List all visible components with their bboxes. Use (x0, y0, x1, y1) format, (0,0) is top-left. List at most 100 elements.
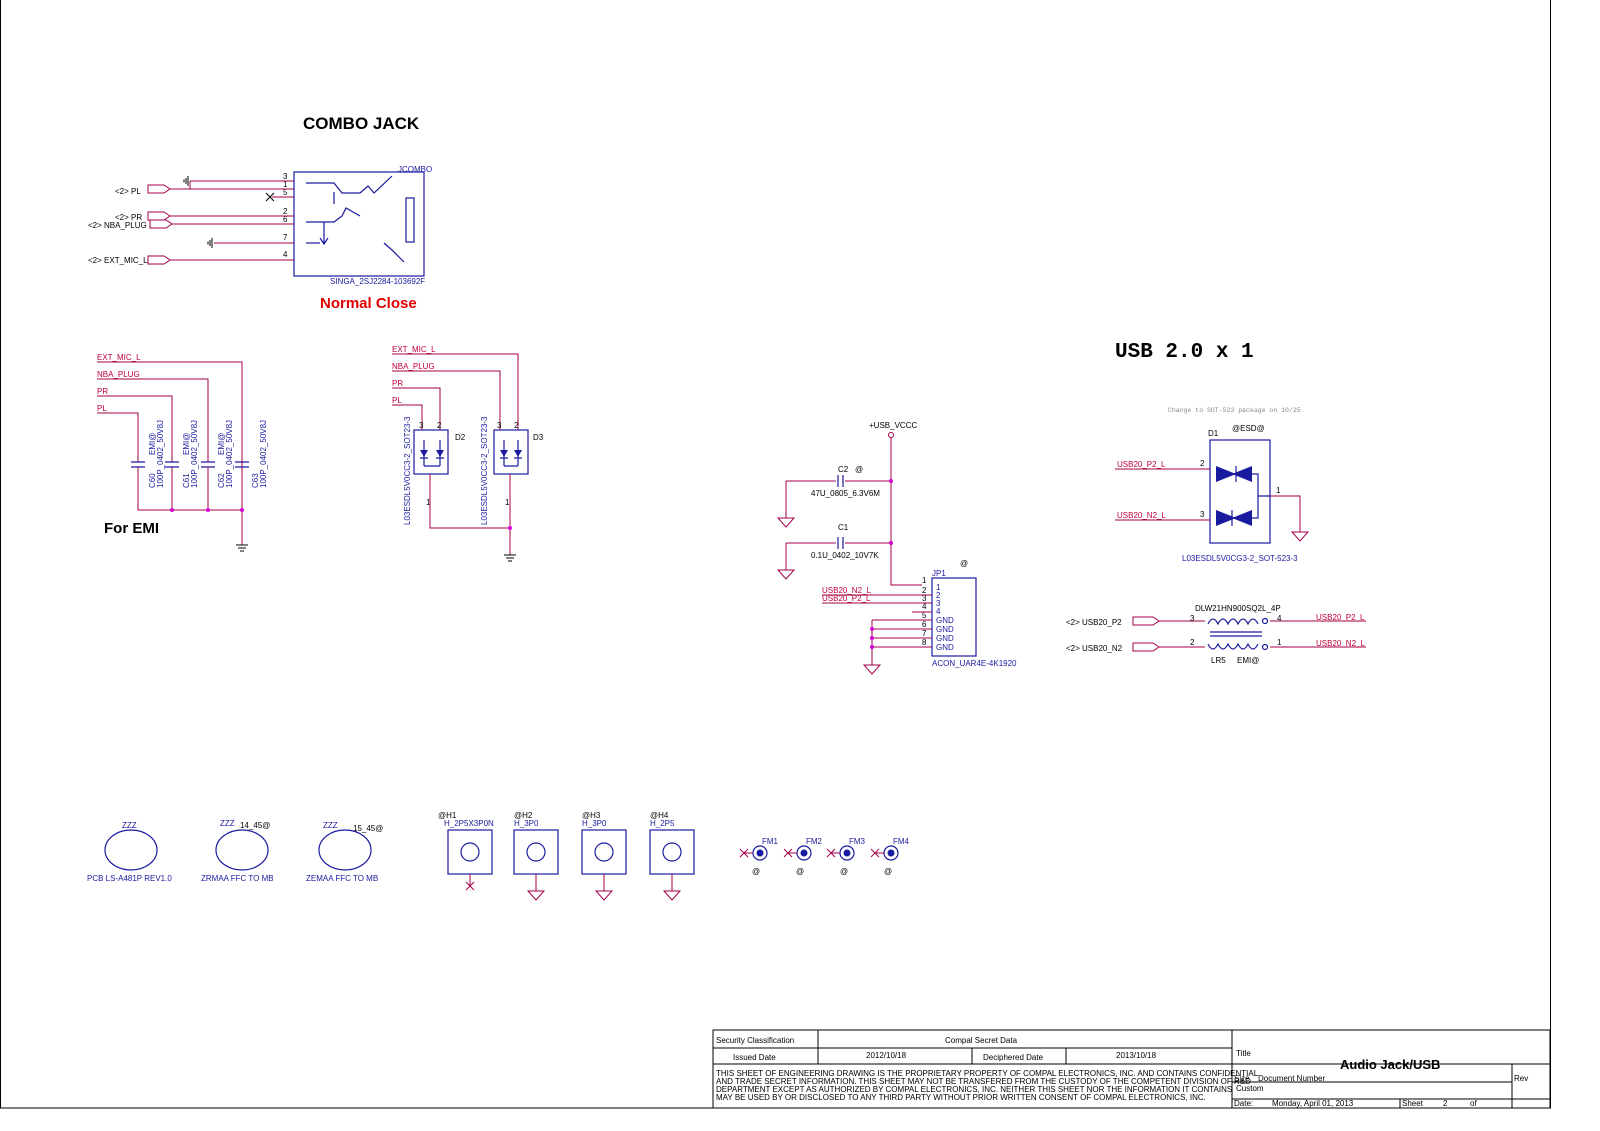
pcb-1-option: ZZZ (122, 821, 137, 830)
hole-h4-gnd (662, 874, 682, 901)
hole-h3-circle (594, 842, 614, 862)
jack-plug-body (405, 197, 415, 243)
lr5-pin-4: 4 (1277, 614, 1282, 623)
usb-esd-section: Change to SOT-523 package on 10/25 @ESD@… (1115, 407, 1310, 563)
usb-title: USB 2.0 x 1 (1115, 341, 1254, 364)
cap-c60-value: 100P_0402_50V8J (156, 420, 165, 488)
port-flag-ext-mic (147, 255, 171, 265)
wire-emi-nba (97, 378, 209, 462)
fm2-nc (783, 848, 797, 858)
legal-line-3: DEPARTMENT EXCEPT AS AUTHORIZED BY COMPA… (716, 1085, 1232, 1094)
jp1-part: ACON_UAR4E-4K1920 (932, 659, 1017, 668)
cap-c62-ref: C62 (217, 473, 226, 488)
cap-c60-option: EMI@ (148, 433, 157, 455)
date-value: Monday, April 01, 2013 (1272, 1099, 1354, 1108)
hole-h3-gnd (594, 874, 614, 901)
c2-option: @ (855, 465, 863, 474)
fm1-option: @ (752, 867, 760, 876)
jcombo-ref: JCOMBO (398, 165, 432, 174)
d1-body (1209, 439, 1271, 544)
issued-date-value: 2012/10/18 (866, 1051, 907, 1060)
lr5-option: EMI@ (1237, 656, 1259, 665)
deciphered-date-value: 2013/10/18 (1116, 1051, 1157, 1060)
usb-connector-section: USB 2.0 x 1 +USB_VCCC C2 @ 47U_0805_6.3V… (776, 341, 1254, 675)
cap-c60-plates (131, 461, 145, 468)
jp1-pin-1: 1 (922, 576, 927, 585)
d1-diode-upper (1216, 466, 1252, 482)
d3-body (493, 429, 529, 475)
junction-dot (508, 526, 512, 530)
emi-ground-symbol (236, 544, 248, 552)
port-label-usb-p2: <2> USB20_P2 (1066, 618, 1122, 627)
jp1-gnd-5: GND (936, 616, 954, 625)
jack-contact-sleeve (306, 175, 393, 194)
port-label-pl: <2> PL (115, 187, 141, 196)
jp1-gnd-6: GND (936, 625, 954, 634)
jp1-gnd-7: GND (936, 634, 954, 643)
compal-secret-data: Compal Secret Data (945, 1036, 1018, 1045)
emi-cap-section: EXT_MIC_L NBA_PLUG PR PL C60 100P_0402_5… (97, 353, 268, 552)
usb-choke-section: DLW21HN900SQ2L_4P <2> USB20_P2 <2> USB20… (1066, 604, 1366, 665)
lr5-part: DLW21HN900SQ2L_4P (1195, 604, 1281, 613)
port-label-usb-n2: <2> USB20_N2 (1066, 644, 1123, 653)
d3-diode-triangles (500, 450, 522, 457)
lr5-coil-upper (1207, 618, 1259, 626)
fm3-dot (843, 849, 851, 857)
d2-part: L03ESDL5V0CC3-2_SOT23-3 (403, 416, 412, 525)
gnd-triangle-c2 (776, 517, 796, 528)
lr5-pin-2: 2 (1190, 638, 1195, 647)
fm1-nc (739, 848, 753, 858)
d3-part: L03ESDL5V0CC3-2_SOT23-3 (480, 416, 489, 525)
cap-c61-value: 100P_0402_50V8J (190, 420, 199, 488)
esd-net-pl: PL (392, 396, 402, 405)
sheet-title: Audio Jack/USB (1340, 1057, 1440, 1072)
usb-vcc-port (888, 432, 894, 438)
jp1-inner-3: 3 (936, 599, 941, 608)
cap-c62-plates (201, 461, 215, 468)
hole-h1-circle (460, 842, 480, 862)
jp1-pin-6: 6 (922, 620, 927, 629)
title-block-frame (712, 1029, 1551, 1109)
hole-h3-body (581, 829, 627, 875)
jp1-pin-4: 4 (922, 602, 927, 611)
jp1-option: @ (960, 559, 968, 568)
port-flag-usb-n2 (1132, 642, 1160, 652)
fm4-dot (887, 849, 895, 857)
for-emi-label: For EMI (104, 520, 159, 537)
sheet-border (0, 0, 1551, 1109)
wire-c1 (785, 542, 891, 570)
lr5-core (1210, 631, 1262, 637)
fm4-nc (870, 848, 884, 858)
cap-c63-value: 100P_0402_50V8J (259, 420, 268, 488)
fm3-ref: FM3 (849, 837, 866, 846)
jack-contact-mic (383, 242, 405, 263)
jcombo-body (293, 171, 425, 277)
lr5-pin-3: 3 (1190, 614, 1195, 623)
junction-dot (889, 479, 893, 483)
lr5-net-p2: USB20_P2_L (1316, 613, 1365, 622)
cap-c60-ref: C60 (148, 473, 157, 488)
d2-pin-1: 1 (426, 498, 431, 507)
d3-ref: D3 (533, 433, 544, 442)
hole-h2-part: H_3P0 (514, 819, 539, 828)
wire-jp1-pins (822, 594, 932, 665)
no-connect-5 (265, 192, 275, 202)
lr5-coil-lower (1207, 642, 1259, 650)
pcb-2-sub: 14_45@ (240, 821, 270, 830)
usb-vcc-label: +USB_VCCC (869, 421, 917, 430)
jp1-inner-4: 4 (936, 607, 941, 616)
wire-d1 (1115, 468, 1301, 532)
d1-pin-2: 2 (1200, 459, 1205, 468)
pcb-symbol-2 (215, 829, 269, 871)
ground-symbol-1 (183, 176, 189, 186)
hole-h1-part: H_2P5X3P0N (444, 819, 494, 828)
junction-dot (889, 541, 893, 545)
document-number-label: Document Number (1258, 1074, 1325, 1083)
jcombo-pin-6: 6 (283, 215, 288, 224)
combo-jack-title: COMBO JACK (303, 114, 420, 133)
wire-esd-gnd (429, 474, 511, 555)
sheet-label: Sheet (1402, 1099, 1424, 1108)
wire-c2 (785, 480, 891, 518)
lr5-dot-lower (1261, 643, 1269, 651)
hole-h4-ref: @H4 (650, 811, 669, 820)
